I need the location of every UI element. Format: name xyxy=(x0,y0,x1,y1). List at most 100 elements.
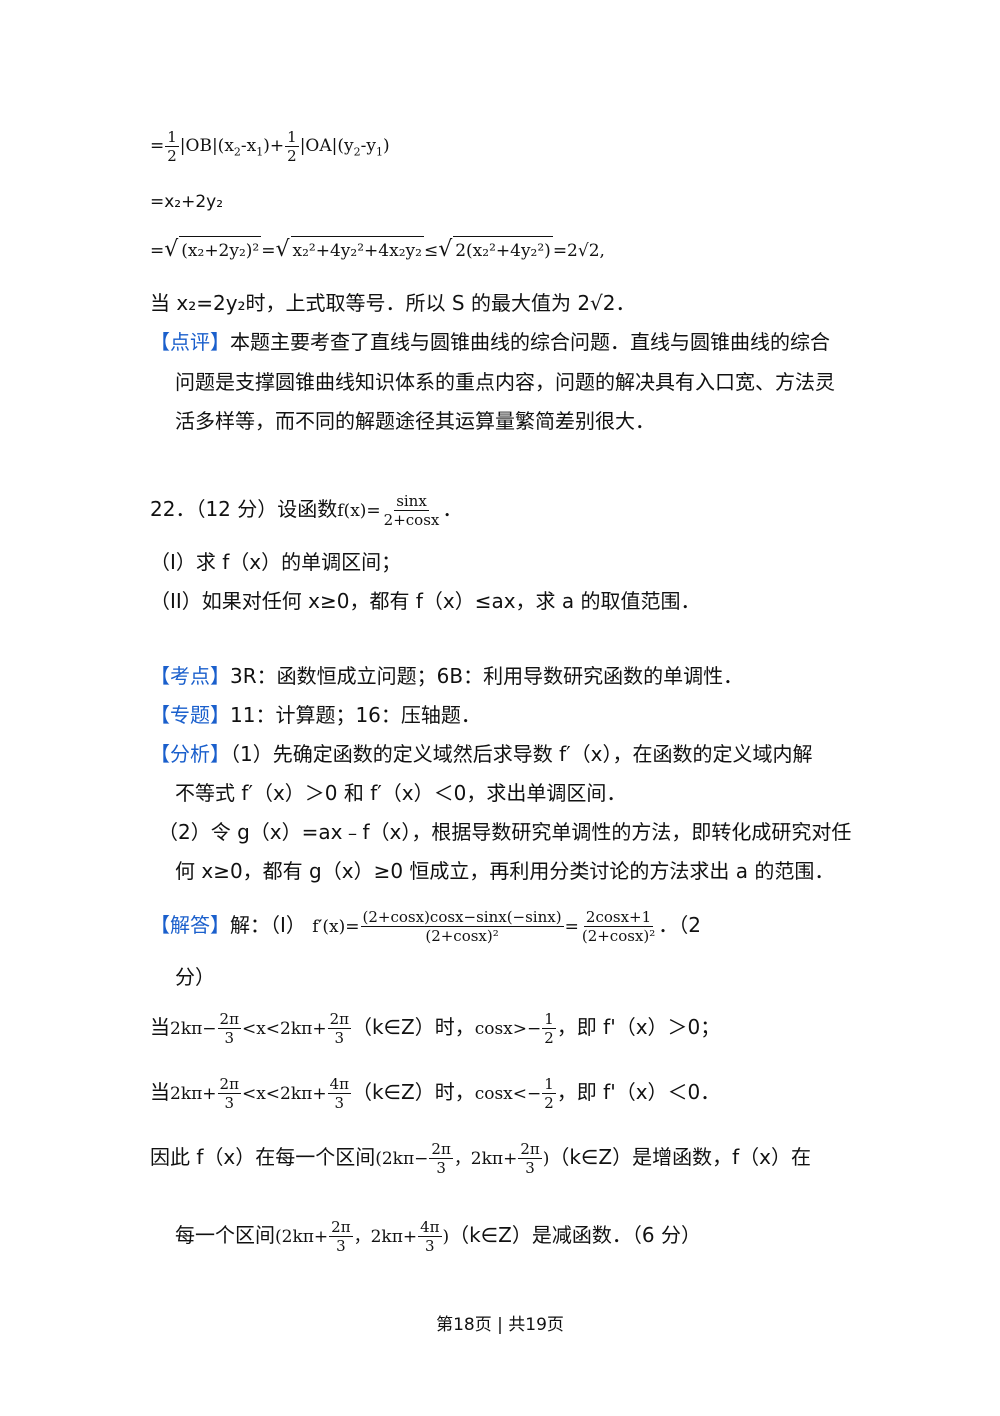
sqrt-icon: √ xyxy=(275,237,290,262)
fraction-denominator: 3 xyxy=(224,1029,235,1047)
fenxi-text: （1）先确定函数的定义域然后求导数 f′（x），在函数的定义域内解 xyxy=(230,742,813,766)
problem-part-1: （I）求 f（x）的单调区间； xyxy=(150,550,402,574)
kaodian-text: 3R：函数恒成立问题；6B：利用导数研究函数的单调性． xyxy=(230,664,744,688)
interval-mid: ，2kπ+ xyxy=(453,1149,518,1169)
zhuanti-line: 【专题】11：计算题；16：压轴题． xyxy=(150,701,481,729)
derivative-fraction-1: (2+cosx)cosx−sinx(−sinx)(2+cosx)² xyxy=(360,908,564,945)
cos-inequality: cosx>− xyxy=(474,1019,542,1039)
fenxi-tag: 【分析】 xyxy=(150,742,230,766)
fraction-numerator: 1 xyxy=(542,1010,556,1029)
conclusion-prefix: 因此 f（x）在每一个区间 xyxy=(150,1145,376,1169)
score-label: ．（2 xyxy=(658,913,701,937)
case-condition: （k∈Z）时， xyxy=(351,1015,475,1039)
case-prefix: 当 xyxy=(150,1015,170,1039)
proof-conclusion: 当 x₂=2y₂时，上式取等号．所以 S 的最大值为 2√2． xyxy=(150,291,636,315)
fraction-numerator: 4π xyxy=(418,1218,442,1237)
sqrt-icon: √ xyxy=(438,237,453,262)
function-label: f(x)= xyxy=(337,501,381,521)
problem-part-2: （II）如果对任何 x≥0，都有 f（x）≤ax，求 a 的取值范围． xyxy=(150,589,701,613)
interval-middle: <x<2kπ+ xyxy=(241,1019,327,1039)
review-line-3: 活多样等，而不同的解题途径其运算量繁简差别很大． xyxy=(175,409,655,433)
fraction-denominator: 3 xyxy=(525,1159,535,1177)
fraction-numerator: sinx xyxy=(394,492,429,511)
derivative-label: f′(x)= xyxy=(312,917,360,937)
fraction-denominator: 3 xyxy=(334,1094,345,1112)
jieda-score: 分） xyxy=(175,965,215,989)
fraction-numerator: 4π xyxy=(327,1075,351,1094)
fraction-numerator: 1 xyxy=(542,1075,556,1094)
case-result: ，即 f'（x）＜0． xyxy=(556,1080,721,1104)
derivative-fraction-2: 2cosx+1(2+cosx)² xyxy=(580,908,657,945)
page-footer: 第18页 | 共19页 xyxy=(436,1315,564,1335)
review-line-1: 【点评】本题主要考查了直线与圆锥曲线的综合问题．直线与圆锥曲线的综合 xyxy=(150,328,830,356)
interval-mid: ，2kπ+ xyxy=(353,1227,418,1247)
sqrt-content-3: 2(x₂²+4y₂²) xyxy=(453,236,553,265)
fraction-denominator: (2+cosx)² xyxy=(581,927,656,945)
fenxi-line-1: 【分析】（1）先确定函数的定义域然后求导数 f′（x），在函数的定义域内解 xyxy=(150,740,813,768)
sqrt-content-2: x₂²+4y₂²+4x₂y₂ xyxy=(290,236,424,265)
oa-term: |OA|(y xyxy=(299,136,354,156)
fraction-denominator: 2+cosx xyxy=(383,511,440,529)
equals-sign: = xyxy=(564,917,579,937)
interval-open: (2kπ− xyxy=(375,1149,429,1169)
interval-close: ) xyxy=(542,1149,550,1169)
fraction-numerator: 2π xyxy=(329,1218,353,1237)
conclusion-prefix: 每一个区间 xyxy=(175,1223,275,1247)
zhuanti-text: 11：计算题；16：压轴题． xyxy=(230,703,481,727)
x1-term: -x xyxy=(240,136,257,156)
result-value: =2√2, xyxy=(552,241,605,261)
conclusion-text: （k∈Z）是减函数．（6 分） xyxy=(449,1223,701,1247)
fraction-denominator: 3 xyxy=(224,1094,235,1112)
fraction-numerator: 2π xyxy=(518,1140,542,1159)
sqrt-icon: √ xyxy=(164,237,179,262)
case-result: ，即 f'（x）＞0； xyxy=(556,1015,721,1039)
y1-term: -y xyxy=(360,136,376,156)
interval-left: 2kπ− xyxy=(170,1019,217,1039)
review-tag: 【点评】 xyxy=(150,330,230,354)
fraction-numerator: 2π xyxy=(217,1010,241,1029)
fraction-numerator: 2cosx+1 xyxy=(583,908,654,927)
plus-term: )+ xyxy=(263,136,285,156)
fraction-denominator: 3 xyxy=(425,1237,435,1255)
period: ． xyxy=(442,497,463,521)
zhuanti-tag: 【专题】 xyxy=(150,703,230,727)
fraction-numerator: 1 xyxy=(165,128,179,147)
jieda-line-1: 【解答】解：（I） f′(x)=(2+cosx)cosx−sinx(−sinx)… xyxy=(150,908,701,945)
proof-line-2: =x₂+2y₂ xyxy=(150,192,224,212)
fenxi-line-4: 何 x≥0，都有 g（x）≥0 恒成立，再利用分类讨论的方法求出 a 的范围． xyxy=(175,859,835,883)
interval-left: 2kπ+ xyxy=(170,1084,217,1104)
interval-close: ) xyxy=(442,1227,450,1247)
fraction-numerator: 2π xyxy=(217,1075,241,1094)
fraction-denominator: 2 xyxy=(544,1029,554,1047)
fraction-denominator: 3 xyxy=(334,1029,345,1047)
fraction-denominator: (2+cosx)² xyxy=(425,927,499,945)
fraction-numerator: 2π xyxy=(327,1010,351,1029)
fraction-denominator: 2 xyxy=(167,147,177,165)
ob-term: |OB|(x xyxy=(179,136,234,156)
fraction-numerator: 1 xyxy=(285,128,299,147)
kaodian-tag: 【考点】 xyxy=(150,664,230,688)
interval-middle: <x<2kπ+ xyxy=(241,1084,327,1104)
cos-inequality: cosx<− xyxy=(474,1084,542,1104)
fraction-denominator: 2 xyxy=(544,1094,554,1112)
interval-open: (2kπ+ xyxy=(275,1227,329,1247)
problem-number: 22．（12 分）设函数 xyxy=(150,497,338,521)
close-paren: ) xyxy=(382,136,390,156)
fraction-denominator: 2 xyxy=(287,147,297,165)
equals-sign: = xyxy=(150,136,165,156)
